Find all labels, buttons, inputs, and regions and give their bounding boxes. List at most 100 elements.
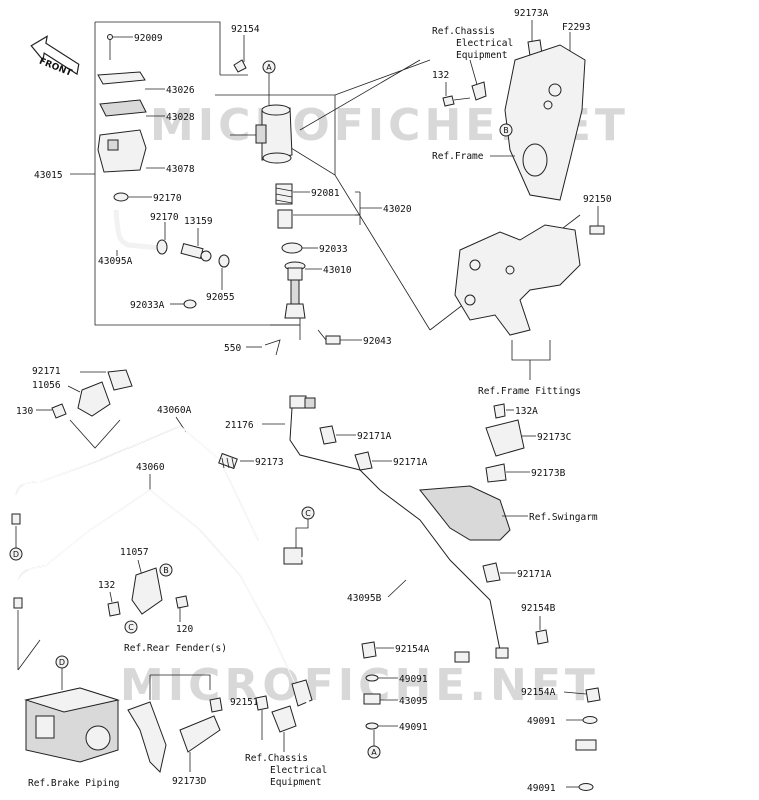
bolt-92151-icon [255,695,269,711]
label-43095: 43095 [399,696,428,707]
label-49091-1: 49091 [399,674,428,685]
label-11056: 11056 [32,380,61,391]
label-92154: 92154 [231,24,260,35]
label-92173A: 92173A [514,8,549,19]
marker-B-frame [499,123,513,137]
label-11057: 11057 [120,547,149,558]
label-92009: 92009 [134,33,163,44]
group-box-43015 [94,21,300,326]
label-92033A: 92033A [130,300,165,311]
ref-chassis-top-3: Equipment [456,50,507,61]
bolt-132-top-icon [442,95,455,107]
ref-chassis-bottom-3: Equipment [270,777,321,788]
label-43095A: 43095A [98,256,133,267]
label-43078: 43078 [166,164,195,175]
diaphragm-43028-icon [99,99,147,117]
label-92170-a: 92170 [153,193,182,204]
o-ring-92055-icon [218,254,230,268]
bolt-132-fender-icon [107,601,121,617]
washer-49091-2-icon [365,722,379,730]
reservoir-cap-43026-icon [97,71,146,85]
leader-frame-lines [215,59,431,331]
ref-brake-piping: Ref.Brake Piping [28,778,120,789]
frame-bracket-icon [504,44,586,201]
bolt-92154A-1-icon [361,641,377,659]
svg-text:D: D [13,550,19,559]
label-92171A-2: 92171A [393,457,428,468]
label-92173C: 92173C [537,432,571,443]
hose-joint-icon [283,547,303,565]
push-rod-43010-icon [284,261,306,319]
label-F2293: F2293 [562,22,591,33]
circlip-92033A-icon [183,299,197,309]
label-132-top: 132 [432,70,449,81]
label-43020: 43020 [383,204,412,215]
frame-fittings-icon [454,224,581,336]
washer-49091-4-icon [578,783,594,791]
ref-rear-fender: Ref.Rear Fender(s) [124,643,227,654]
banjo-43095-icon [363,693,381,705]
bracket-clip-icon [471,81,487,101]
label-120: 120 [176,624,193,635]
clamp-92171-icon [107,369,133,391]
washer-49091-3-icon [582,716,598,724]
ref-swingarm: Ref.Swingarm [529,512,598,523]
front-arrow-icon: FRONT [30,35,80,79]
brake-light-switch-21176-icon [289,395,381,491]
bolt-132A-icon [493,403,506,419]
hose-clamp-92170b-icon [156,239,168,255]
label-43060: 43060 [136,462,165,473]
clamp-92171A-2-icon [354,451,373,471]
reservoir-43078-icon [97,129,147,173]
label-92170-b: 92170 [150,212,179,223]
label-92173: 92173 [255,457,284,468]
label-92081: 92081 [311,188,340,199]
abs-unit-icon [24,687,120,763]
bolt-92154-icon [233,59,247,73]
clamp-92171A-1-icon [319,425,337,445]
grommet-icon [209,697,223,713]
bolt-130-icon [51,403,67,419]
label-92154B: 92154B [521,603,556,614]
svg-text:A: A [266,63,272,72]
svg-text:A: A [371,748,377,757]
ref-chassis-bottom-1: Ref.Chassis [245,753,308,764]
bracket-11057-icon [131,567,163,615]
marker-C-fender [124,620,138,634]
bracket-92173C-icon [485,419,525,457]
label-92043: 92043 [363,336,392,347]
label-92033: 92033 [319,244,348,255]
label-92150: 92150 [583,194,612,205]
svg-text:C: C [305,509,311,518]
ref-chassis-top-1: Ref.Chassis [432,26,495,37]
cotter-pin-550-icon [264,339,281,356]
abs-bracket-icon [127,701,167,773]
label-92171A-1: 92171A [357,431,392,442]
clamp-bottom-icon [271,705,297,733]
label-13159: 13159 [184,216,213,227]
ref-frame-fittings: Ref.Frame Fittings [478,386,581,397]
label-92154A-2: 92154A [521,687,556,698]
watermark-bottom: MICROFICHE.NET [120,660,599,711]
swingarm-icon [419,485,511,541]
clamp-92173D-icon [179,715,221,753]
label-130: 130 [16,406,33,417]
label-43010: 43010 [323,265,352,276]
label-92151: 92151 [230,697,259,708]
label-132A: 132A [515,406,538,417]
marker-B-fender [159,563,173,577]
label-49091-3: 49091 [527,716,556,727]
svg-text:C: C [128,623,134,632]
label-92173B: 92173B [531,468,566,479]
label-43028: 43028 [166,112,195,123]
ref-chassis-top-2: Electrical [456,38,513,49]
label-92173D: 92173D [172,776,207,787]
screw-92009-icon [107,34,113,40]
bolt-92154B-icon [535,629,549,645]
spring-clip-92173-icon [218,452,238,470]
bolt-92150-icon [589,225,605,235]
fitting-13159-icon [180,242,204,260]
master-cylinder-body-icon [255,104,293,164]
